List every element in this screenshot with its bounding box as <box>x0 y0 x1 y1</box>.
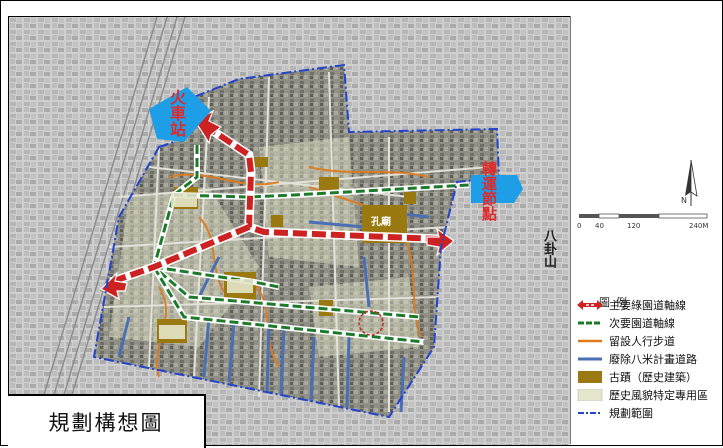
transfer-node-block <box>471 175 523 203</box>
legend-label: 次要園道軸線 <box>609 317 675 330</box>
legend-panel: N 0 40 120 240M 圖例 主要綠園道軸線 次要園道軸線 留設人行步道… <box>570 16 721 444</box>
primary-axis-lines <box>109 121 440 287</box>
legend-label: 歷史風貌特定專用區 <box>609 389 708 402</box>
scale-bar-area <box>579 159 708 219</box>
legend-label: 主要綠園道軸線 <box>609 299 686 312</box>
orange-line-icon <box>577 335 603 347</box>
red-dashed-arrow-icon <box>577 299 603 311</box>
scale-tick-3: 240M <box>689 222 709 230</box>
landmark-circle-icon <box>358 310 384 336</box>
boundary-dash-icon <box>577 407 603 419</box>
park-label-box-3 <box>159 325 185 339</box>
park-label-box-1 <box>171 193 197 207</box>
legend-label: 古蹟（歷史建築） <box>609 371 697 384</box>
legend-label: 留設人行步道 <box>609 335 675 348</box>
page-title: 規劃構想圖 <box>48 411 164 435</box>
map-area: 火車站 轉運節點 八卦山 孔廟 <box>8 16 570 445</box>
legend-item-historic-zone: 歷史風貌特定專用區 <box>577 386 708 404</box>
map-canvas <box>9 17 570 445</box>
train-station-label: 火車站 <box>167 89 186 137</box>
legend-item-heritage: 古蹟（歷史建築） <box>577 368 697 386</box>
brown-fill-icon <box>577 371 603 383</box>
arrow-to-transfer-icon <box>426 227 455 257</box>
scale-bar-graphic <box>579 213 708 219</box>
confucius-temple-label: 孔廟 <box>371 217 391 228</box>
legend-label: 廢除八米計畫道路 <box>609 353 697 366</box>
north-label: N <box>681 196 687 205</box>
scale-tick-2: 120 <box>627 222 641 230</box>
secondary-axis-lines <box>150 145 470 345</box>
train-station-block <box>149 87 211 142</box>
legend-item-boundary: 規劃範圍 <box>577 404 653 422</box>
north-arrow-icon <box>685 159 698 206</box>
beige-fill-icon <box>577 389 603 401</box>
legend-item-secondary-axis: 次要園道軸線 <box>577 314 675 332</box>
title-box: 規劃構想圖 <box>8 394 206 448</box>
scale-tick-0: 0 <box>577 222 582 230</box>
legend-item-primary-axis: 主要綠園道軸線 <box>577 296 686 314</box>
legend-label: 規劃範圍 <box>609 407 653 420</box>
legend-title: 圖例 <box>599 296 633 309</box>
legend-item-abolished-road: 廢除八米計畫道路 <box>577 350 697 368</box>
legend-item-pedestrian: 留設人行步道 <box>577 332 675 350</box>
scale-tick-1: 40 <box>595 222 604 230</box>
blue-line-icon <box>577 353 603 365</box>
transfer-point-label: 轉運節點 <box>480 161 498 221</box>
green-dashed-line-icon <box>577 317 603 329</box>
bagua-mountain-label: 八卦山 <box>541 229 556 268</box>
arrow-southwest-icon <box>100 271 128 301</box>
park-label-box-2 <box>227 279 253 293</box>
